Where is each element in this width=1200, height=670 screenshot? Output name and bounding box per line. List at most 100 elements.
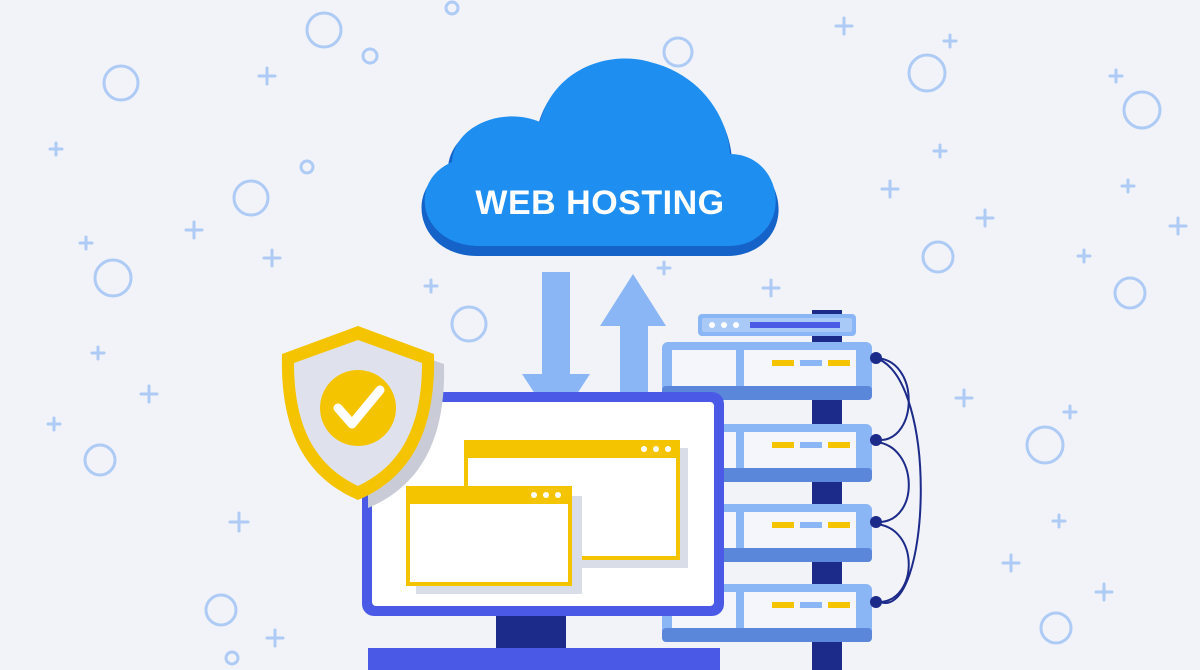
cloud-icon: WEB HOSTING xyxy=(421,58,779,257)
decor-circle xyxy=(232,179,270,217)
decor-plus xyxy=(78,235,94,251)
decor-plus xyxy=(761,278,781,298)
server-unit-bottom xyxy=(662,628,872,642)
monitor-icon xyxy=(362,392,724,670)
decor-circle xyxy=(305,11,343,49)
decor-circle xyxy=(1039,611,1073,645)
decor-circle xyxy=(204,593,238,627)
window-dot xyxy=(543,492,549,498)
decor-plus xyxy=(48,141,64,157)
cloud-label: WEB HOSTING xyxy=(475,184,724,222)
decor-circle xyxy=(299,159,315,175)
decor-circle xyxy=(1113,276,1147,310)
server-led-bar xyxy=(828,442,850,448)
server-top-cap-bar xyxy=(750,322,840,328)
decor-plus xyxy=(1076,248,1092,264)
server-unit-slot xyxy=(672,350,736,386)
server-port xyxy=(870,352,882,364)
server-cable xyxy=(875,441,910,523)
decor-plus xyxy=(1120,178,1136,194)
server-cables xyxy=(875,357,922,604)
server-led xyxy=(733,322,739,328)
server-cable xyxy=(875,357,922,604)
decor-circle xyxy=(444,0,460,16)
shield-badge xyxy=(320,370,396,446)
decor-circle xyxy=(662,36,694,68)
arrow-up-head xyxy=(600,274,666,326)
monitor-base xyxy=(368,648,720,670)
decor-plus xyxy=(1062,404,1078,420)
decor-plus xyxy=(975,208,995,228)
decor-circle xyxy=(907,53,947,93)
decor-circle xyxy=(102,64,140,102)
cloud-body xyxy=(424,58,776,247)
decor-plus xyxy=(46,416,62,432)
monitor-stand xyxy=(496,610,566,654)
decor-circle xyxy=(224,650,240,666)
decor-plus xyxy=(1051,513,1067,529)
window-dot xyxy=(555,492,561,498)
decor-circle xyxy=(1025,425,1065,465)
server-led-bar xyxy=(800,522,822,528)
window-dot xyxy=(665,446,671,452)
decor-plus xyxy=(932,143,948,159)
decor-plus xyxy=(954,388,974,408)
server-led-bar xyxy=(828,360,850,366)
decor-plus xyxy=(262,248,282,268)
window-content xyxy=(410,504,568,582)
window-dot xyxy=(641,446,647,452)
decor-plus xyxy=(880,179,900,199)
decor-plus xyxy=(265,628,285,648)
browser-window-icon xyxy=(406,486,582,594)
server-port xyxy=(870,596,882,608)
arrow-down-shaft xyxy=(542,272,570,378)
server-led-bar xyxy=(800,442,822,448)
decor-plus xyxy=(1168,216,1188,236)
decor-circle xyxy=(93,258,133,298)
decor-plus xyxy=(139,384,159,404)
server-led-bar xyxy=(800,360,822,366)
server-unit-panel xyxy=(744,512,856,548)
decor-plus xyxy=(1001,553,1021,573)
decor-plus xyxy=(257,66,277,86)
decor-circle xyxy=(450,305,488,343)
decor-plus xyxy=(656,260,672,276)
server-unit-panel xyxy=(744,350,856,386)
server-port xyxy=(870,434,882,446)
server-port xyxy=(870,516,882,528)
window-dot xyxy=(653,446,659,452)
server-unit xyxy=(662,342,882,400)
server-unit-panel xyxy=(744,432,856,468)
decor-plus xyxy=(834,16,854,36)
server-led-bar xyxy=(828,602,850,608)
server-unit-panel xyxy=(744,592,856,628)
server-led-bar xyxy=(828,522,850,528)
server-led-bar xyxy=(772,522,794,528)
decor-circle xyxy=(1122,90,1162,130)
arrow-up-icon xyxy=(600,274,666,394)
server-led-bar xyxy=(772,442,794,448)
server-led-bar xyxy=(772,360,794,366)
decor-plus xyxy=(942,33,958,49)
decor-plus xyxy=(1094,582,1114,602)
server-led xyxy=(709,322,715,328)
decor-circle xyxy=(361,47,379,65)
decor-plus xyxy=(184,220,204,240)
arrow-up-shaft xyxy=(620,322,648,394)
decor-plus xyxy=(228,511,250,533)
server-led xyxy=(721,322,727,328)
decor-pattern xyxy=(83,0,1162,666)
server-cable xyxy=(875,523,910,603)
window-dot xyxy=(531,492,537,498)
decor-circle xyxy=(83,443,117,477)
decor-plus xyxy=(90,345,106,361)
decor-plus xyxy=(423,278,439,294)
shield-check-icon xyxy=(281,326,445,508)
decor-plus-signs xyxy=(46,16,1188,648)
decor-plus xyxy=(1108,68,1124,84)
server-led-bar xyxy=(772,602,794,608)
check-icon xyxy=(333,385,385,429)
decor-circle xyxy=(921,240,955,274)
server-led-bar xyxy=(800,602,822,608)
